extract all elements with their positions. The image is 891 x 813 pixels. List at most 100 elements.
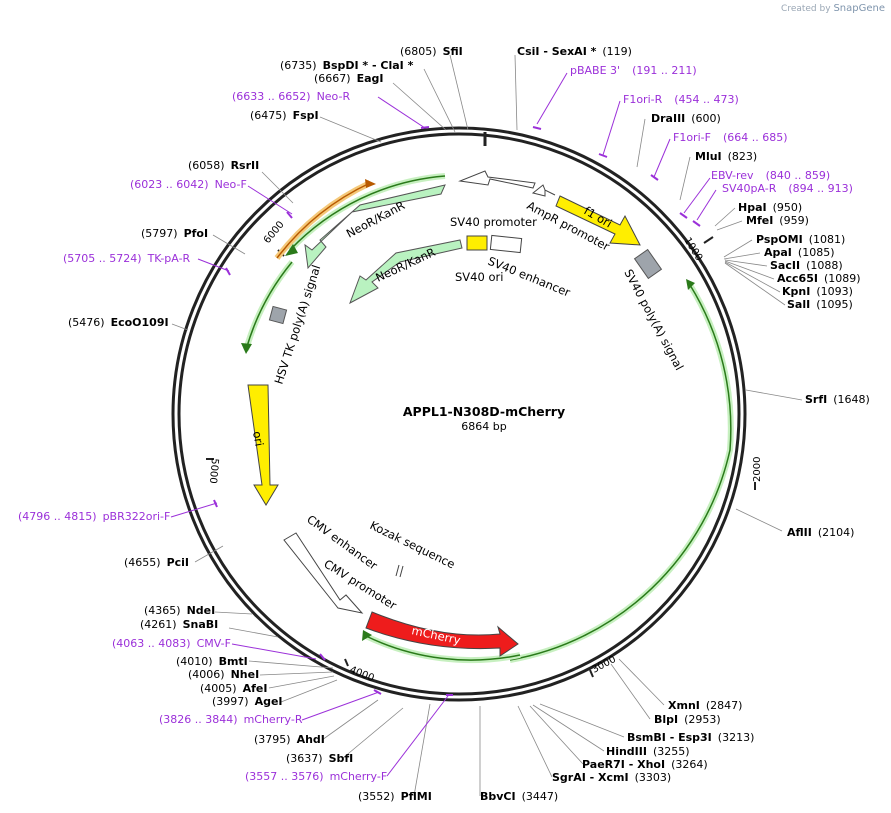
svg-text:5000: 5000 — [207, 458, 220, 484]
site-acc65i[interactable]: Acc65I(1089) — [777, 272, 861, 285]
ruler-tick-4000: 4000 — [344, 658, 376, 684]
svg-text:pBABE 3'(191 .. 211): pBABE 3'(191 .. 211) — [570, 64, 697, 77]
site-pspomi[interactable]: PspOMI(1081) — [756, 233, 845, 246]
primer-pbabe-3[interactable]: pBABE 3'(191 .. 211) — [570, 64, 697, 77]
primer-cmv-f[interactable]: (4063 .. 4083)CMV-F — [112, 637, 231, 650]
primer-neo-f[interactable]: (6023 .. 6042)Neo-F — [130, 178, 247, 191]
feature-backbone-arc-left — [285, 173, 446, 256]
svg-text:SacII(1088): SacII(1088) — [770, 259, 843, 272]
site-ecoo109i[interactable]: (5476)EcoO109I — [68, 316, 169, 329]
site-sgrai-xcmi[interactable]: SgrAI - XcmI(3303) — [552, 771, 671, 784]
feature-ori: ori — [247, 384, 279, 506]
primer-pbr322ori-f[interactable]: (4796 .. 4815)pBR322ori-F — [18, 510, 170, 523]
svg-text:(6058)RsrII: (6058)RsrII — [188, 159, 259, 172]
plasmid-length: 6864 bp — [461, 420, 506, 433]
site-sbfi[interactable]: (3637)SbfI — [286, 752, 353, 765]
svg-text:(6735)BspDI * - ClaI *: (6735)BspDI * - ClaI * — [280, 59, 414, 72]
site-sfii[interactable]: (6805)SfiI — [400, 45, 463, 58]
svg-text:MluI(823): MluI(823) — [695, 150, 757, 163]
svg-text:PaeR7I - XhoI(3264): PaeR7I - XhoI(3264) — [582, 758, 708, 771]
svg-text:SrfI(1648): SrfI(1648) — [805, 393, 870, 406]
site-pcii[interactable]: (4655)PciI — [124, 556, 189, 569]
feature-sv40-ori: SV40 ori — [455, 235, 503, 284]
svg-text:(5797)PfoI: (5797)PfoI — [141, 227, 208, 240]
svg-text:(4010)BmtI: (4010)BmtI — [176, 655, 248, 668]
svg-text:(3795)AhdI: (3795)AhdI — [254, 733, 325, 746]
svg-text:SV40pA-R(894 .. 913): SV40pA-R(894 .. 913) — [722, 182, 853, 195]
feature-orange-arc — [274, 179, 376, 260]
svg-text:(3557 .. 3576)mCherry-F: (3557 .. 3576)mCherry-F — [245, 770, 387, 783]
svg-text:BbvCI(3447): BbvCI(3447) — [480, 790, 558, 803]
svg-text:AflII(2104): AflII(2104) — [787, 526, 854, 539]
svg-text:SalI(1095): SalI(1095) — [787, 298, 853, 311]
svg-text:(4005)AfeI: (4005)AfeI — [200, 682, 267, 695]
cmv-promoter-label: CMV promoter — [321, 557, 399, 613]
svg-text:(4063 .. 4083)CMV-F: (4063 .. 4083)CMV-F — [112, 637, 231, 650]
site-mfei[interactable]: MfeI(959) — [746, 214, 809, 227]
site-bmti[interactable]: (4010)BmtI — [176, 655, 248, 668]
ruler-tick-3000: 3000 — [589, 654, 618, 678]
svg-text:HpaI(950): HpaI(950) — [738, 201, 802, 214]
site-snabi[interactable]: (4261)SnaBI — [140, 618, 218, 631]
site-bspdi-clai[interactable]: (6735)BspDI * - ClaI * — [280, 59, 414, 72]
sv40-polya-label: SV40 poly(A) signal — [621, 267, 686, 373]
site-xmni[interactable]: XmnI(2847) — [668, 699, 742, 712]
svg-text:2000: 2000 — [752, 457, 763, 482]
site-nhei[interactable]: (4006)NheI — [188, 668, 259, 681]
site-sali[interactable]: SalI(1095) — [787, 298, 853, 311]
site-ndei[interactable]: (4365)NdeI — [144, 604, 215, 617]
svg-text:CsiI - SexAI *(119): CsiI - SexAI *(119) — [517, 45, 632, 58]
site-agei[interactable]: (3997)AgeI — [212, 695, 283, 708]
svg-text:(3552)PflMI: (3552)PflMI — [358, 790, 432, 803]
svg-text:(3826 .. 3844)mCherry-R: (3826 .. 3844)mCherry-R — [159, 713, 303, 726]
svg-text:6000: 6000 — [262, 219, 287, 246]
site-pflmi[interactable]: (3552)PflMI — [358, 790, 432, 803]
svg-text:F1ori-R(454 .. 473): F1ori-R(454 .. 473) — [623, 93, 739, 106]
primer-f1ori-f[interactable]: F1ori-F(664 .. 685) — [673, 131, 788, 144]
site-eagi[interactable]: (6667)EagI — [314, 72, 383, 85]
primer-sv40pa-r[interactable]: SV40pA-R(894 .. 913) — [722, 182, 853, 195]
site-csii-sexai[interactable]: CsiI - SexAI *(119) — [517, 45, 632, 58]
svg-text:ApaI(1085): ApaI(1085) — [764, 246, 834, 259]
site-mlui[interactable]: MluI(823) — [695, 150, 757, 163]
site-apai[interactable]: ApaI(1085) — [764, 246, 834, 259]
site-paer7i-xhoi[interactable]: PaeR7I - XhoI(3264) — [582, 758, 708, 771]
feature-sv40-promoter: SV40 promoter — [450, 170, 537, 229]
sv40-ori-label: SV40 ori — [455, 270, 503, 284]
svg-text:(4796 .. 4815)pBR322ori-F: (4796 .. 4815)pBR322ori-F — [18, 510, 170, 523]
plasmid-name: APPL1-N308D-mCherry — [403, 404, 565, 419]
site-rsrii[interactable]: (6058)RsrII — [188, 159, 259, 172]
site-sacii[interactable]: SacII(1088) — [770, 259, 843, 272]
svg-text:EBV-rev(840 .. 859): EBV-rev(840 .. 859) — [711, 169, 830, 182]
snapgene-credit: Created by SnapGene — [781, 3, 885, 14]
site-bbvci[interactable]: BbvCI(3447) — [480, 790, 558, 803]
f1-ori-label: f1 ori — [582, 203, 615, 230]
svg-text:MfeI(959): MfeI(959) — [746, 214, 809, 227]
site-srfi[interactable]: SrfI(1648) — [805, 393, 870, 406]
svg-text:(6023 .. 6042)Neo-F: (6023 .. 6042)Neo-F — [130, 178, 247, 191]
svg-text:SgrAI - XcmI(3303): SgrAI - XcmI(3303) — [552, 771, 671, 784]
site-hindiii[interactable]: HindIII(3255) — [606, 745, 690, 758]
site-blpi[interactable]: BlpI(2953) — [654, 713, 721, 726]
site-bsmbi-esp3i[interactable]: BsmBI - Esp3I(3213) — [627, 731, 754, 744]
site-pfoi[interactable]: (5797)PfoI — [141, 227, 208, 240]
primer-tk-pa-r[interactable]: (5705 .. 5724)TK-pA-R — [63, 252, 191, 265]
svg-text:(4365)NdeI: (4365)NdeI — [144, 604, 215, 617]
primer-mcherry-r[interactable]: (3826 .. 3844)mCherry-R — [159, 713, 303, 726]
svg-text:BsmBI - Esp3I(3213): BsmBI - Esp3I(3213) — [627, 731, 754, 744]
svg-text:Acc65I(1089): Acc65I(1089) — [777, 272, 861, 285]
site-draiii[interactable]: DraIII(600) — [651, 112, 721, 125]
site-afei[interactable]: (4005)AfeI — [200, 682, 267, 695]
site-hpai[interactable]: HpaI(950) — [738, 201, 802, 214]
primer-neo-r[interactable]: (6633 .. 6652)Neo-R — [232, 90, 350, 103]
feature-sv40-enhancer: SV40 enhancer — [486, 234, 573, 300]
site-fspi[interactable]: (6475)FspI — [250, 109, 319, 122]
primer-marks — [213, 126, 701, 696]
primer-ebv-rev[interactable]: EBV-rev(840 .. 859) — [711, 169, 830, 182]
site-aflii[interactable]: AflII(2104) — [787, 526, 854, 539]
site-kpni[interactable]: KpnI(1093) — [782, 285, 853, 298]
primer-mcherry-f[interactable]: (3557 .. 3576)mCherry-F — [245, 770, 387, 783]
primer-f1ori-r[interactable]: F1ori-R(454 .. 473) — [623, 93, 739, 106]
site-ahdi[interactable]: (3795)AhdI — [254, 733, 325, 746]
